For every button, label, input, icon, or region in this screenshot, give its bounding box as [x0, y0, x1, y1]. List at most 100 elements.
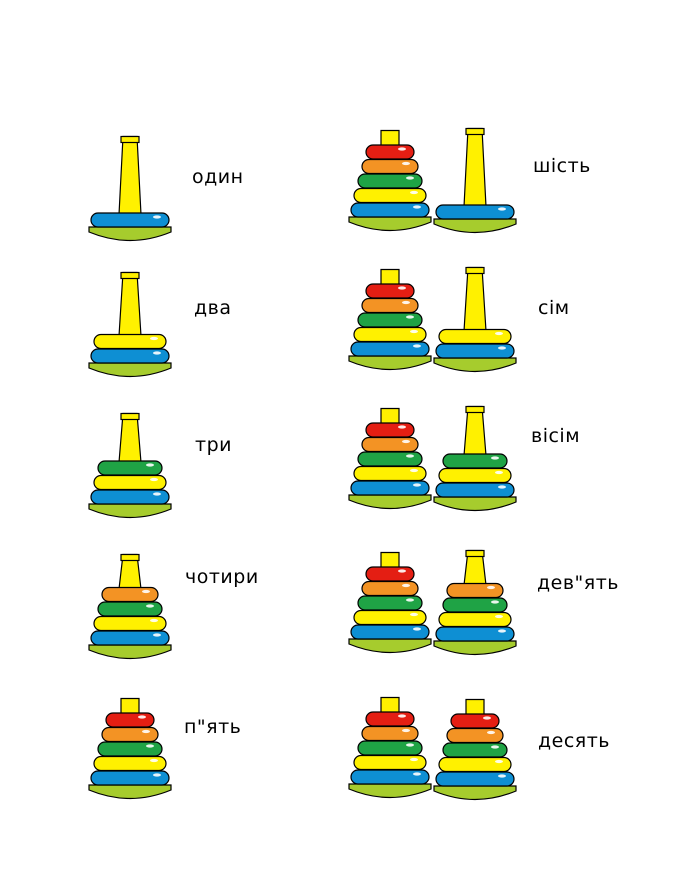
toy-two — [88, 271, 172, 378]
ring-highlight — [153, 492, 161, 496]
toy-ring-blue — [350, 202, 430, 218]
toy-ring-blue — [350, 480, 430, 496]
ring-highlight — [150, 618, 158, 623]
ring-highlight — [491, 600, 499, 604]
word-three: три — [195, 434, 232, 456]
toy-nine-full — [348, 551, 432, 654]
ring-highlight — [150, 477, 158, 482]
toy-stem — [118, 271, 142, 337]
ring-highlight — [402, 300, 410, 305]
ring-highlight — [398, 425, 406, 429]
toy-ring-yellow — [438, 611, 512, 628]
toy-stem — [465, 698, 485, 717]
toy-five — [88, 697, 172, 800]
toy-ring-orange — [361, 725, 419, 742]
toy-ten-extra — [433, 698, 517, 801]
toy-six-full — [348, 129, 432, 232]
ring-highlight — [138, 715, 146, 719]
toy-ring-blue — [435, 771, 515, 787]
toy-ring-green — [97, 460, 163, 476]
ring-highlight — [150, 336, 158, 341]
toy-ring-orange — [361, 436, 419, 453]
toy-ring-blue — [435, 343, 515, 359]
toy-stem — [118, 412, 142, 464]
toy-stem-cap — [465, 266, 485, 275]
ring-highlight — [406, 315, 414, 319]
toy-stem — [380, 129, 400, 148]
toy-ring-orange — [446, 727, 504, 744]
toy-ring-blue — [350, 341, 430, 357]
toy-ring-blue — [435, 626, 515, 642]
ring-highlight — [398, 714, 406, 718]
toy-base — [433, 357, 517, 373]
toy-ring-green — [357, 740, 423, 756]
ring-highlight — [410, 329, 418, 334]
toy-stem-cap — [465, 405, 485, 414]
toy-ring-green — [357, 595, 423, 611]
word-five: п"ять — [184, 716, 242, 738]
ring-highlight — [153, 215, 161, 219]
ring-highlight — [487, 730, 495, 735]
ring-highlight — [402, 728, 410, 733]
toy-ring-orange — [361, 158, 419, 175]
toy-ring-yellow — [353, 465, 427, 482]
toy-base — [88, 362, 172, 378]
toy-stem-cap — [120, 553, 140, 562]
ring-highlight — [398, 569, 406, 573]
toy-ring-blue — [350, 624, 430, 640]
word-nine: дев"ять — [537, 572, 619, 594]
toy-six-extra — [433, 127, 517, 234]
ring-highlight — [498, 485, 506, 489]
toy-ring-red — [365, 711, 415, 727]
toy-ring-yellow — [93, 755, 167, 772]
toy-ring-orange — [361, 580, 419, 597]
toy-stem-cap — [465, 549, 485, 558]
toy-one — [88, 135, 172, 242]
ring-highlight — [153, 633, 161, 637]
toy-ring-yellow — [93, 333, 167, 350]
ring-highlight — [406, 454, 414, 458]
toy-ring-green — [97, 601, 163, 617]
toy-eight-extra — [433, 405, 517, 512]
ring-highlight — [402, 439, 410, 444]
toy-stem — [463, 405, 487, 457]
word-ten: десять — [538, 730, 610, 752]
toy-ring-yellow — [353, 326, 427, 343]
toy-stem — [380, 268, 400, 287]
toy-ring-red — [365, 422, 415, 438]
toy-ring-yellow — [438, 328, 512, 345]
toy-ring-orange — [361, 297, 419, 314]
ring-highlight — [153, 351, 161, 355]
toy-ring-green — [357, 173, 423, 189]
toy-ring-red — [365, 566, 415, 582]
word-six: шість — [533, 155, 591, 177]
toy-four — [88, 553, 172, 660]
toy-ring-yellow — [353, 754, 427, 771]
ring-highlight — [406, 743, 414, 747]
toy-ring-blue — [435, 204, 515, 220]
toy-base — [348, 783, 432, 799]
ring-highlight — [410, 612, 418, 617]
toy-seven-full — [348, 268, 432, 371]
toy-base — [433, 496, 517, 512]
ring-highlight — [153, 773, 161, 777]
toy-stem-cap — [120, 412, 140, 421]
ring-highlight — [146, 744, 154, 748]
ring-highlight — [410, 757, 418, 762]
ring-highlight — [402, 583, 410, 588]
ring-highlight — [398, 147, 406, 151]
ring-highlight — [413, 344, 421, 348]
toy-ring-green — [357, 312, 423, 328]
ring-highlight — [398, 286, 406, 290]
toy-ring-blue — [90, 489, 170, 505]
toy-ring-yellow — [353, 187, 427, 204]
toy-three — [88, 412, 172, 519]
ring-highlight — [495, 331, 503, 336]
word-four: чотири — [185, 566, 259, 588]
toy-base — [433, 640, 517, 656]
toy-ten-full — [348, 696, 432, 799]
word-one: один — [192, 166, 244, 188]
ring-highlight — [498, 629, 506, 633]
ring-highlight — [495, 614, 503, 619]
toy-ring-red — [450, 713, 500, 729]
